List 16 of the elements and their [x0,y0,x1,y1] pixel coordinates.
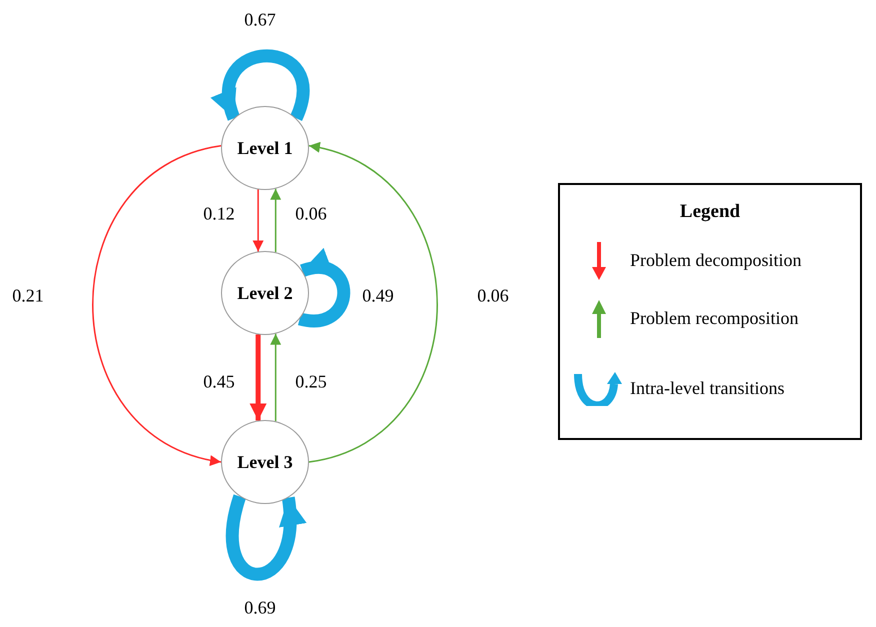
curved-arrow [298,250,350,328]
arrow [270,188,282,252]
node-label: Level 3 [237,452,293,472]
node-label: Level 1 [237,138,293,158]
node-label: Level 2 [237,282,293,304]
arrow [252,189,264,252]
legend-text: Intra-level transitions [630,378,784,399]
curved-arrow [213,49,310,120]
legend-text: Problem recomposition [630,308,798,329]
arrow [308,143,438,463]
arrow [270,334,282,422]
legend-title: Legend [680,201,740,223]
legend-text: Problem decomposition [630,250,802,271]
arrow [92,145,222,464]
arrow [250,334,267,421]
curved-arrow [226,494,305,581]
